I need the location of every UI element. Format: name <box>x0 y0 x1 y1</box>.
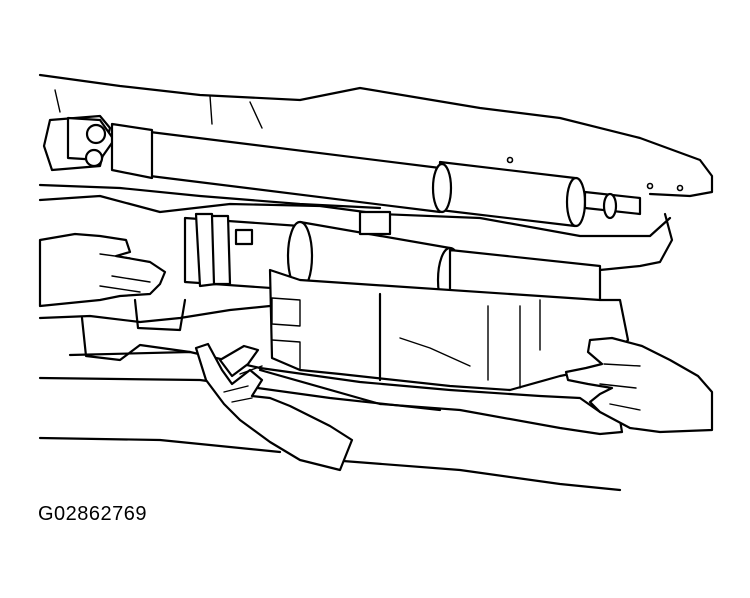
vehicle-underbody <box>38 73 714 210</box>
figure-id-label: G02862769 <box>38 503 148 525</box>
center-hands <box>194 342 354 472</box>
right-hand <box>564 336 714 434</box>
left-hand <box>38 232 167 308</box>
universal-joint <box>42 114 154 180</box>
propeller-shaft <box>148 130 642 228</box>
